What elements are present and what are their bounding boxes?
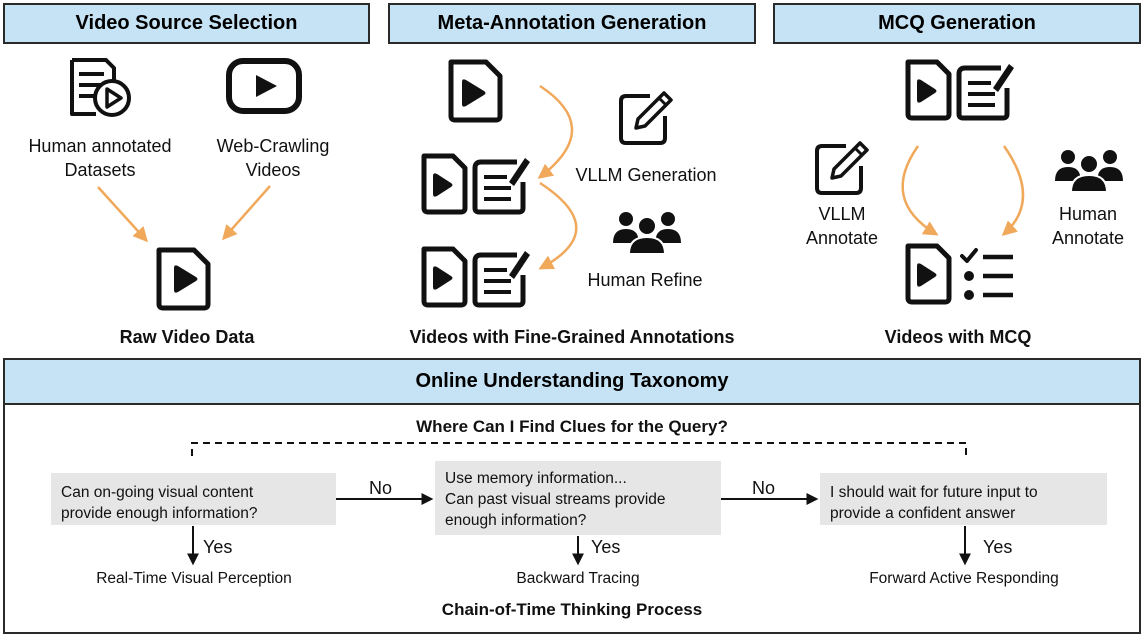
- human-annotated-datasets-label: Human annotated Datasets: [28, 136, 172, 180]
- no-label: No: [752, 478, 776, 498]
- raw-video-data-caption: Raw Video Data: [119, 327, 255, 347]
- people-group-icon: [613, 212, 681, 255]
- step-box-ongoing-visual: Can on-going visual content provide enou…: [51, 473, 336, 525]
- web-crawling-videos-label: Web-Crawling Videos: [216, 136, 330, 180]
- video-file-icon: [156, 247, 211, 311]
- video-annotation-icon: [905, 59, 1014, 121]
- header-video-source-selection: Video Source Selection: [3, 3, 370, 44]
- pencil-edit-icon: [815, 141, 869, 195]
- youtube-play-icon: [226, 58, 302, 114]
- document-list-play-icon: [70, 58, 131, 117]
- step-box-memory: Use memory information... Can past visua…: [435, 461, 721, 535]
- header-title: Online Understanding Taxonomy: [415, 370, 729, 392]
- people-group-icon: [1055, 150, 1123, 193]
- step-box-future-input: I should wait for future input to provid…: [820, 473, 1107, 525]
- header-title: MCQ Generation: [878, 12, 1036, 34]
- yes-label: Yes: [983, 537, 1013, 557]
- yes-label: Yes: [203, 537, 233, 557]
- human-annotate-label: Human Annotate: [1051, 204, 1125, 248]
- vllm-generation-label: VLLM Generation: [575, 165, 717, 185]
- video-annotation-icon: [421, 246, 530, 308]
- header-title: Video Source Selection: [75, 12, 298, 34]
- outcome-forward-active-responding: Forward Active Responding: [869, 570, 1059, 587]
- pencil-edit-icon: [619, 91, 673, 145]
- chain-of-time-footer: Chain-of-Time Thinking Process: [441, 600, 703, 619]
- video-file-icon: [448, 59, 503, 123]
- header-meta-annotation-generation: Meta-Annotation Generation: [388, 3, 756, 44]
- outcome-real-time-visual-perception: Real-Time Visual Perception: [96, 570, 292, 587]
- videos-with-mcq-caption: Videos with MCQ: [884, 327, 1032, 347]
- header-title: Meta-Annotation Generation: [437, 12, 707, 34]
- clues-question: Where Can I Find Clues for the Query?: [416, 417, 728, 436]
- header-mcq-generation: MCQ Generation: [773, 3, 1141, 44]
- yes-label: Yes: [591, 537, 621, 557]
- outcome-backward-tracing: Backward Tracing: [516, 570, 640, 587]
- no-label: No: [369, 478, 393, 498]
- mcq-list-icon: [905, 243, 1013, 305]
- vllm-annotate-label: VLLM Annotate: [805, 204, 879, 248]
- human-refine-label: Human Refine: [587, 270, 703, 290]
- video-annotation-icon: [421, 153, 530, 215]
- header-online-understanding-taxonomy: Online Understanding Taxonomy: [3, 358, 1141, 405]
- fine-grained-annotations-caption: Videos with Fine-Grained Annotations: [409, 327, 735, 347]
- orange-flow-arrows: [97, 84, 1025, 270]
